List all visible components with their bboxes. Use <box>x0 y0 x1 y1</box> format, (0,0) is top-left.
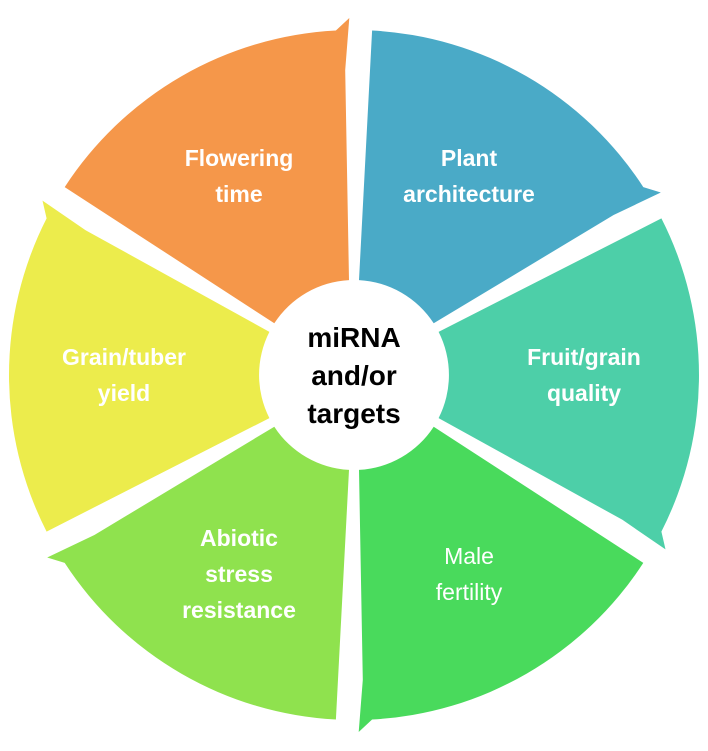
segment-label-line: quality <box>547 380 621 406</box>
segment-label-line: Fruit/grain <box>527 344 641 370</box>
segment-label-line: architecture <box>403 181 535 207</box>
center-label-line: and/or <box>311 360 397 391</box>
segment-label-line: Abiotic <box>200 525 278 551</box>
center-label-line: targets <box>307 398 400 429</box>
segment-shape-plant-architecture <box>359 30 661 324</box>
center-label-line: miRNA <box>307 322 400 353</box>
segment-label-line: Flowering <box>185 145 294 171</box>
segment-label-plant-architecture: Plant architecture <box>403 145 535 207</box>
segment-label-line: Male <box>444 543 494 569</box>
segment-label-line: resistance <box>182 597 296 623</box>
segment-label-line: stress <box>205 561 273 587</box>
segment-grain-tuber-yield: Grain/tuber yield <box>9 200 270 532</box>
segment-label-abiotic-stress-resistance: Abiotic stress resistance <box>182 525 296 623</box>
segment-shape-abiotic-stress-resistance <box>47 426 349 720</box>
segment-label-line: Plant <box>441 145 498 171</box>
segment-shape-male-fertility <box>358 426 644 732</box>
center-label: miRNA and/or targets <box>307 322 400 429</box>
segment-shape-fruit-grain-quality <box>438 218 699 550</box>
segment-label-grain-tuber-yield: Grain/tuber yield <box>62 344 186 406</box>
center-layer: miRNA and/or targets <box>265 286 443 464</box>
segment-label-line: yield <box>98 380 150 406</box>
segment-label-fruit-grain-quality: Fruit/grain quality <box>527 344 641 406</box>
center-label-text: miRNA and/or targets <box>307 322 400 429</box>
segment-shape-flowering-time <box>64 18 350 324</box>
center-circle <box>265 286 443 464</box>
segment-flowering-time: Flowering time <box>64 18 350 324</box>
segment-label-flowering-time: Flowering time <box>185 145 294 207</box>
segment-label-line: time <box>215 181 262 207</box>
segment-label-male-fertility: Male fertility <box>436 543 503 605</box>
segment-plant-architecture: Plant architecture <box>359 30 661 324</box>
segment-label-line: fertility <box>436 579 503 605</box>
segment-fruit-grain-quality: Fruit/grain quality <box>438 218 699 550</box>
segment-abiotic-stress-resistance: Abiotic stress resistance <box>47 426 349 720</box>
segment-shape-grain-tuber-yield <box>9 200 270 532</box>
segment-male-fertility: Male fertility <box>358 426 644 732</box>
segment-label-line: Grain/tuber <box>62 344 186 370</box>
